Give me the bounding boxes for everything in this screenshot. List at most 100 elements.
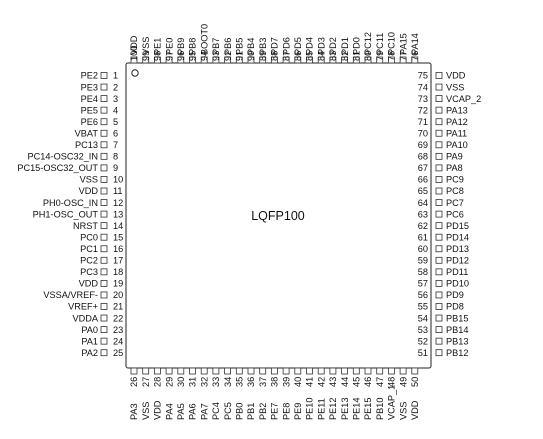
pin-number: 45 xyxy=(352,377,362,387)
pin-number: 80 xyxy=(363,51,373,61)
pin-pad xyxy=(100,233,108,241)
pin-number: 38 xyxy=(270,377,280,387)
pin-name: PD0 xyxy=(352,37,362,55)
pin-pad xyxy=(399,56,407,64)
pin-number: 50 xyxy=(410,377,420,387)
pin-pad xyxy=(329,367,337,375)
pin-number: 2 xyxy=(113,82,118,92)
pin-pad xyxy=(352,367,360,375)
pin-name: PA15 xyxy=(398,33,408,55)
pin-number: 86 xyxy=(293,51,303,61)
pin-number: 72 xyxy=(418,105,428,115)
pin-number: 30 xyxy=(176,377,186,387)
pin-name: PE13 xyxy=(340,398,350,420)
pin-pad xyxy=(200,56,208,64)
pin-pad xyxy=(282,367,290,375)
pin-pad xyxy=(435,210,443,218)
pin-number: 94 xyxy=(199,51,209,61)
pin-number: 42 xyxy=(316,377,326,387)
pin-number: 44 xyxy=(340,377,350,387)
pin-name: PB5 xyxy=(235,38,245,55)
pin-name: PH0-OSC_IN xyxy=(43,198,98,208)
pin-name: PB13 xyxy=(446,336,468,346)
pin-number: 48 xyxy=(387,377,397,387)
pin-pad xyxy=(177,56,185,64)
pin-name: PB2 xyxy=(258,403,268,420)
pin-number: 32 xyxy=(199,377,209,387)
pin-number: 85 xyxy=(305,51,315,61)
pin-pad xyxy=(100,129,108,137)
pin-pad xyxy=(200,367,208,375)
pin-pad xyxy=(224,56,232,64)
pin-name: VDD xyxy=(79,279,99,289)
pin-12: 12 PH0-OSC_IN xyxy=(43,198,123,208)
pin-name: PC6 xyxy=(446,209,464,219)
pin-name: VSS xyxy=(446,82,464,92)
pin-name: PB15 xyxy=(446,313,468,323)
pin-number: 12 xyxy=(113,198,123,208)
pin-number: 60 xyxy=(418,244,428,254)
pin-pad xyxy=(435,129,443,137)
pin-pad xyxy=(142,367,150,375)
pin-pad xyxy=(352,56,360,64)
pin-name: PD1 xyxy=(340,37,350,55)
pin-pad xyxy=(435,233,443,241)
pin-number: 53 xyxy=(418,325,428,335)
pin-name: PE9 xyxy=(293,403,303,420)
pin-number: 51 xyxy=(418,348,428,358)
pin-pad xyxy=(387,367,395,375)
pin-pad xyxy=(100,72,108,79)
pin-pad xyxy=(153,56,161,64)
pin-name: PD9 xyxy=(446,290,464,300)
pin-number: 76 xyxy=(410,51,420,61)
pin-pad xyxy=(100,337,108,345)
pin-name: PC0 xyxy=(80,232,98,242)
pin-number: 71 xyxy=(418,117,428,127)
pin-number: 20 xyxy=(113,290,123,300)
pin-name: PA14 xyxy=(410,33,420,55)
pin-number: 6 xyxy=(113,128,118,138)
pin-number: 74 xyxy=(418,82,428,92)
pin-number: 73 xyxy=(418,94,428,104)
pin-pad xyxy=(306,56,313,64)
pin-number: 1 xyxy=(113,71,118,81)
pin-name: VDD xyxy=(153,400,163,420)
pin-number: 97 xyxy=(164,51,174,61)
pin-name: PA1 xyxy=(81,336,98,346)
